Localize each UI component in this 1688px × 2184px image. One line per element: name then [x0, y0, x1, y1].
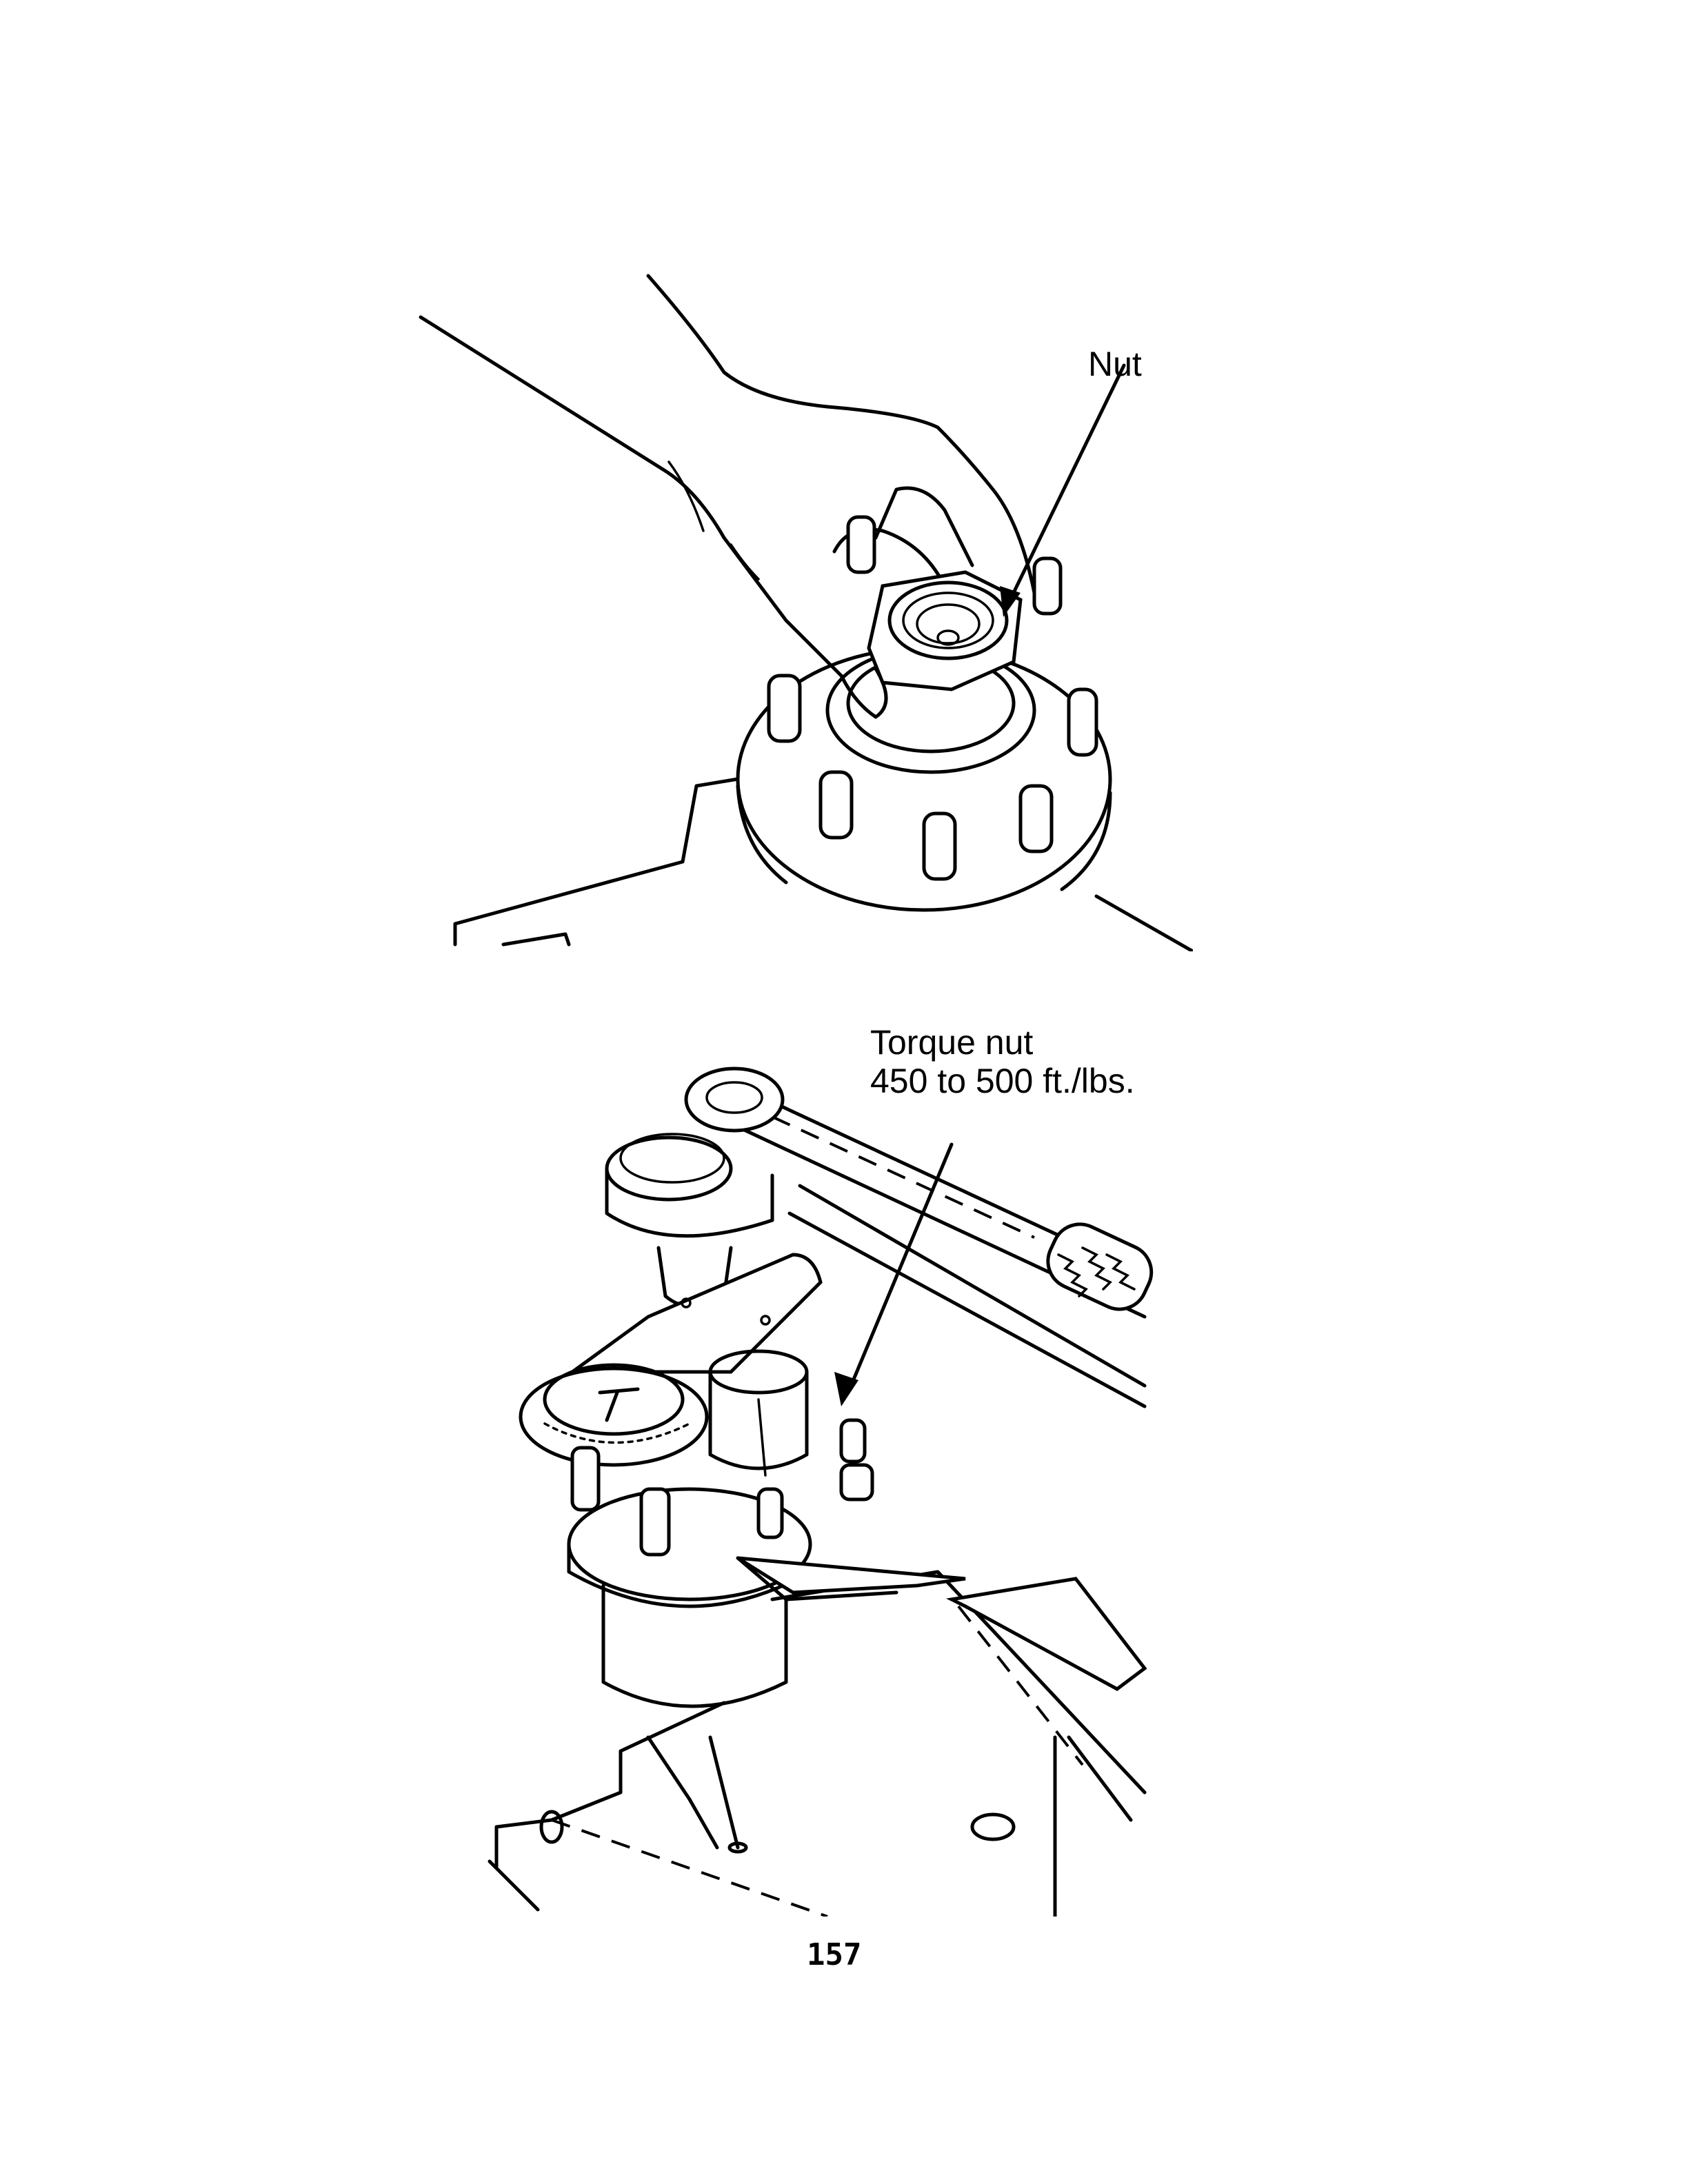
- torque-wrench-illustration: [488, 1066, 1154, 1917]
- hub-nut-illustration: [419, 274, 1193, 951]
- wheel-studs: [767, 515, 1098, 881]
- callout-nut-label: Nut: [1088, 345, 1142, 383]
- callout-torque-label-line2: 450 to 500 ft./lbs.: [870, 1062, 1135, 1100]
- figure-torque-nut: [483, 1048, 1172, 1917]
- figure-nut-installation: [400, 262, 1193, 951]
- callout-torque-label-line1: Torque nut: [870, 1023, 1034, 1062]
- page-number: 157: [807, 1937, 862, 1972]
